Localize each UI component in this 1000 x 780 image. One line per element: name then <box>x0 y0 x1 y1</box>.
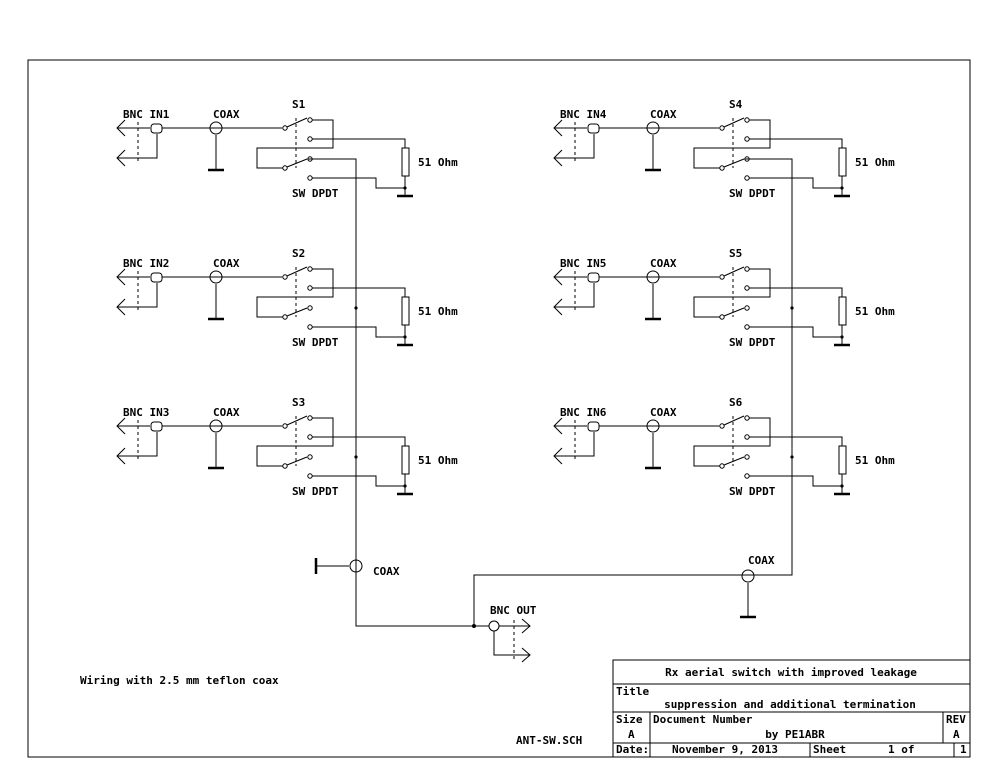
channel-6: BNC IN6 COAX S6 SW DPDT 51 Ohm <box>553 396 895 498</box>
bnc-label: BNC IN3 <box>123 406 169 419</box>
coax-left-label: COAX <box>373 565 400 578</box>
bnc-label: BNC IN6 <box>560 406 607 419</box>
size-value: A <box>628 728 635 741</box>
file-name: ANT-SW.SCH <box>516 734 582 747</box>
title-block: Rx aerial switch with improved leakage T… <box>612 659 971 758</box>
output-coax-right: COAX <box>740 554 775 619</box>
coax-label: COAX <box>213 406 240 419</box>
switch-type-label: SW DPDT <box>729 485 776 498</box>
docnum-label: Document Number <box>653 713 753 726</box>
resistor-value-label: 51 Ohm <box>418 305 458 318</box>
switch-type-label: SW DPDT <box>292 485 339 498</box>
switch-ref-label: S1 <box>292 98 306 111</box>
title-line1: Rx aerial switch with improved leakage <box>665 666 917 679</box>
switch-ref-label: S4 <box>729 98 743 111</box>
coax-right-label: COAX <box>748 554 775 567</box>
channel-3: BNC IN3 COAX S3 SW DPDT 51 Ohm <box>116 396 458 498</box>
bnc-label: BNC IN4 <box>560 108 607 121</box>
rev-value: A <box>953 728 960 741</box>
channel-2: BNC IN2 COAX S2 SW DPDT 51 Ohm <box>116 247 458 349</box>
sheet-border <box>27 59 971 758</box>
switch-ref-label: S3 <box>292 396 305 409</box>
rev-label: REV <box>946 713 966 726</box>
resistor-value-label: 51 Ohm <box>855 454 895 467</box>
channel-5: BNC IN5 COAX S5 SW DPDT 51 Ohm <box>553 247 895 349</box>
switch-type-label: SW DPDT <box>292 336 339 349</box>
channel-1: BNC IN1 COAX S1 SW DPDT 51 Ohm <box>116 98 458 200</box>
coax-label: COAX <box>213 257 240 270</box>
title-label: Title <box>616 685 649 698</box>
switch-type-label: SW DPDT <box>729 187 776 200</box>
sheet-label: Sheet <box>813 743 846 756</box>
sheet-total: 1 <box>960 743 967 756</box>
bnc-label: BNC IN5 <box>560 257 606 270</box>
output-bus <box>308 158 794 628</box>
coax-label: COAX <box>650 406 677 419</box>
resistor-value-label: 51 Ohm <box>855 305 895 318</box>
switch-type-label: SW DPDT <box>292 187 339 200</box>
wiring-note: Wiring with 2.5 mm teflon coax <box>80 674 279 687</box>
title-line2: suppression and additional termination <box>664 698 916 711</box>
bnc-out-connector: BNC OUT <box>474 604 537 663</box>
switch-ref-label: S5 <box>729 247 742 260</box>
bnc-label: BNC IN2 <box>123 257 169 270</box>
resistor-value-label: 51 Ohm <box>418 156 458 169</box>
date-label: Date: <box>616 743 649 756</box>
switch-ref-label: S6 <box>729 396 743 409</box>
switch-ref-label: S2 <box>292 247 305 260</box>
coax-label: COAX <box>213 108 240 121</box>
resistor-value-label: 51 Ohm <box>418 454 458 467</box>
bnc-label: BNC IN1 <box>123 108 170 121</box>
coax-label: COAX <box>650 257 677 270</box>
size-label: Size <box>616 713 643 726</box>
bnc-out-label: BNC OUT <box>490 604 537 617</box>
switch-type-label: SW DPDT <box>729 336 776 349</box>
coax-label: COAX <box>650 108 677 121</box>
date-value: November 9, 2013 <box>672 743 778 756</box>
output-coax-left: COAX <box>314 558 400 578</box>
author: by PE1ABR <box>765 728 825 741</box>
channel-4: BNC IN4 COAX S4 SW DPDT 51 Ohm <box>553 98 895 200</box>
resistor-value-label: 51 Ohm <box>855 156 895 169</box>
sheet-of: 1 of <box>888 743 915 756</box>
